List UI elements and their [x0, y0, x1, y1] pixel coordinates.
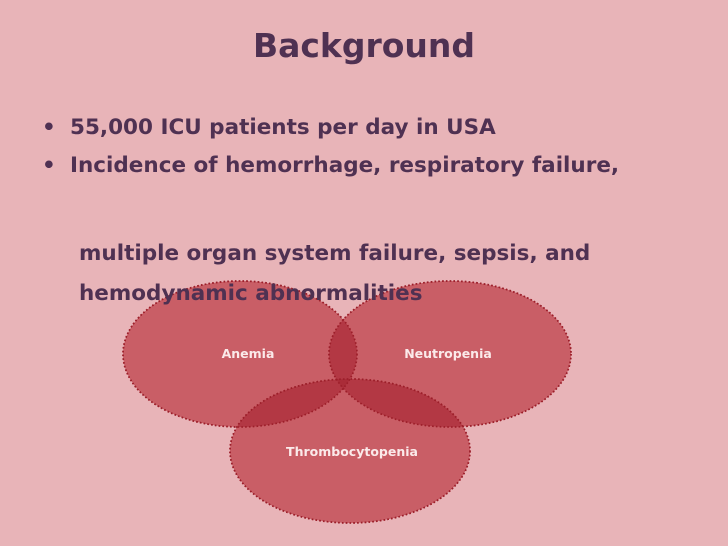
bullet-item: • 55,000 ICU patients per day in USA	[40, 109, 700, 147]
bullet-icon: •	[42, 153, 56, 178]
venn-outline-thrombocytopenia	[229, 378, 471, 524]
venn-overlap-neutropenia-thrombocytopenia	[329, 379, 470, 427]
bullet-list: • 55,000 ICU patients per day in USA • I…	[40, 109, 700, 185]
continuation-line: multiple organ system failure, sepsis, a…	[79, 241, 591, 266]
venn-label-anemia: Anemia	[222, 346, 275, 361]
bullet-item: • Incidence of hemorrhage, respiratory f…	[40, 147, 700, 185]
bullet-icon: •	[42, 115, 56, 140]
bullet-text: Incidence of hemorrhage, respiratory fai…	[70, 153, 620, 178]
venn-overlap-anemia-thrombocytopenia	[230, 379, 357, 427]
venn-label-neutropenia: Neutropenia	[404, 346, 492, 361]
bullet-continuation: multiple organ system failure, sepsis, a…	[79, 234, 699, 314]
slide-title: Background	[252, 26, 476, 65]
venn-label-thrombocytopenia: Thrombocytopenia	[286, 444, 418, 459]
continuation-line: hemodynamic abnormalities	[79, 281, 423, 306]
venn-outline-neutropenia	[328, 280, 572, 428]
venn-outline-anemia	[122, 280, 358, 428]
bullet-text: 55,000 ICU patients per day in USA	[70, 115, 496, 140]
